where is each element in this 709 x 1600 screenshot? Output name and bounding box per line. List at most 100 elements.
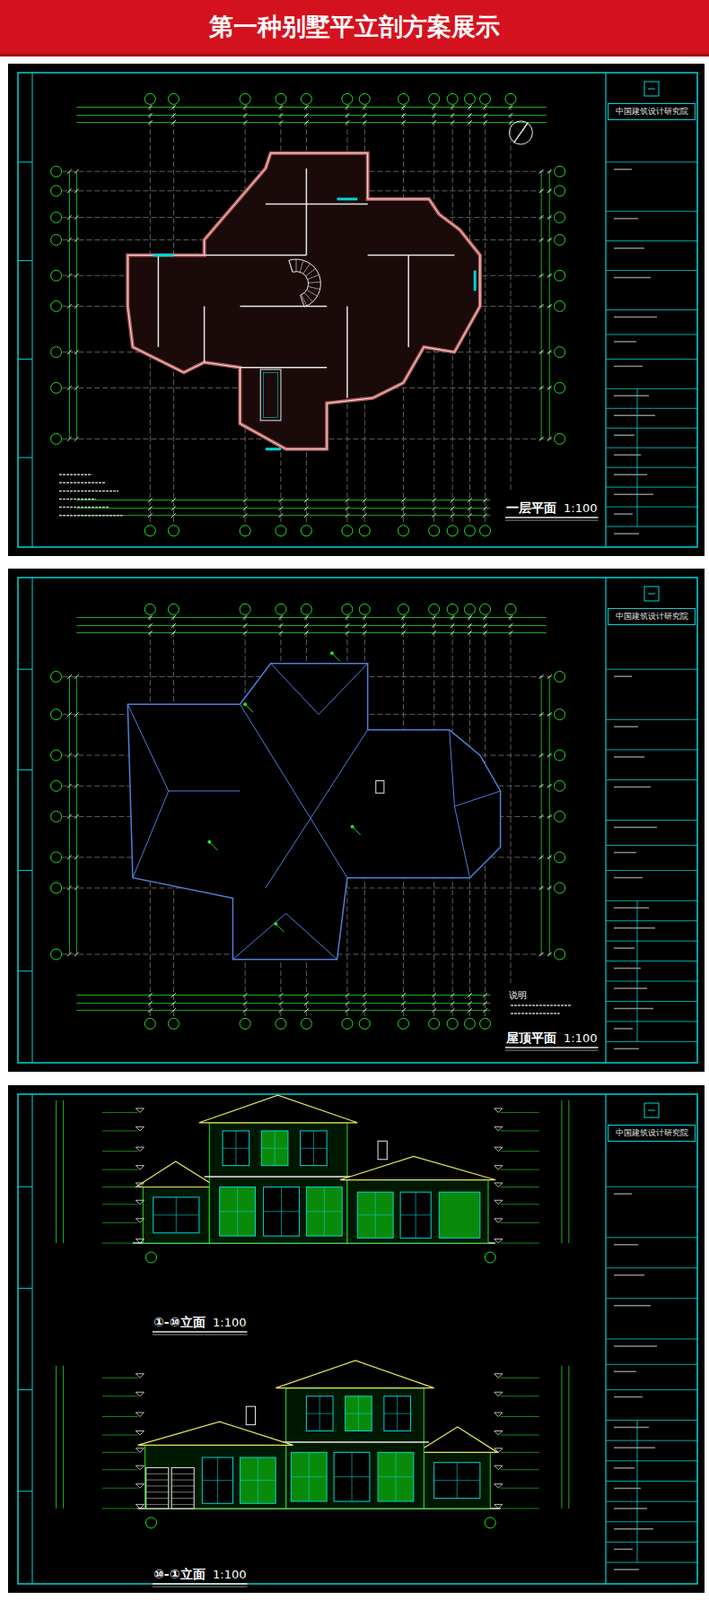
dimension-tick [148,993,153,998]
dimension-tick [148,513,153,518]
title-block-entry [613,1569,639,1572]
logo-mark [647,88,656,90]
axis-bubble [554,811,566,823]
level-line [500,1435,540,1437]
axis-bubble [554,750,566,762]
dimension-tick [171,630,176,636]
dimension-tick [148,105,153,110]
dimension-tick [450,506,456,511]
interior-wall [239,367,327,369]
title-block-entry [613,1049,639,1051]
dimension-tick [431,498,437,503]
strip-divider [17,1491,33,1493]
title-block-entry [613,1397,643,1400]
axis-bubble [145,1518,157,1530]
axis-bubble [51,671,62,683]
dimension-tick [148,1008,153,1014]
window [357,1192,394,1239]
title-underline [505,516,598,519]
interior-wall [346,306,349,398]
dimension-tick [74,304,79,309]
axis-bubble [554,185,566,197]
interior-wall [265,203,368,206]
axis-bubble [358,93,370,105]
title-block-row [605,669,698,671]
title-block-entry [613,908,649,911]
wall [209,1123,348,1244]
window-mullion [306,1211,342,1213]
scale: 1:100 [562,502,598,517]
dimension-tick [171,513,176,518]
dimension-tick [547,304,552,309]
title-block-row [605,1481,698,1483]
dimension-tick [279,623,284,629]
level-line [102,1470,139,1471]
title-block-entry [613,277,651,280]
dimension-tick [67,237,72,243]
stair-step [307,274,320,280]
dimension-tick [279,1001,284,1007]
title-block-entry [613,247,645,250]
roof [416,1427,498,1454]
dimension-tick [539,385,544,391]
title-block-entry [613,1529,654,1532]
title-block-box: 中国建筑设计研究院 [607,103,696,121]
axis-bubble [428,1018,440,1030]
axis-bubble [275,525,287,537]
dimension-tick [539,215,544,220]
axis-bubble [554,671,566,683]
title-block-row [605,1237,698,1239]
dimension-tick [304,506,309,511]
title-underline [152,1335,247,1337]
institute-name: 中国建筑设计研究院 [610,106,693,117]
dimension-tick [148,623,153,629]
title-block-row [605,1041,698,1043]
axis-bubble [51,883,62,894]
level-line [500,1130,540,1132]
title-block-box: 中国建筑设计研究院 [607,1125,696,1143]
dimension-tick [171,615,176,621]
title-block-entry [613,1508,648,1511]
garage-door [171,1474,194,1476]
garage-door [171,1468,194,1510]
dimension-line [76,499,491,501]
window-mullion [377,1477,414,1479]
dimension-tick [431,105,437,110]
roof-ridge [265,730,368,889]
title-block-row [605,240,698,242]
title-block-entry [613,1244,639,1247]
dimension-tick [304,113,309,118]
dimension-tick [362,615,368,621]
dimension-tick [74,385,79,391]
level-mark [135,1240,144,1245]
dimension-line [55,1101,57,1244]
dimension-tick [243,1008,248,1014]
level-line [500,1508,540,1510]
axis-bubble [505,603,517,615]
dimension-tick [362,1008,368,1014]
level-mark [494,1392,503,1398]
note-heading: 说明 [507,990,528,1002]
title-block-entry [613,1305,651,1308]
title-underline [152,1331,247,1334]
title-banner [0,0,709,57]
level-line [500,1417,540,1418]
dimension-tick [547,712,552,718]
stair-step [288,260,293,272]
axis-bubble [398,525,410,537]
dimension-tick [539,784,544,789]
level-line [102,1204,139,1206]
level-line [102,1488,139,1490]
dimension-tick [482,105,488,110]
level-line [500,1453,540,1454]
axis-bubble [428,603,440,615]
sheet-2 [8,1085,705,1594]
sheet-ground [8,63,705,557]
dimension-tick [243,506,248,511]
logo-mark [644,81,659,97]
title-block-row [605,981,698,983]
dimension-tick [547,273,552,279]
dimension-tick [547,753,552,759]
window [153,253,175,257]
axis-bubble [51,811,62,823]
